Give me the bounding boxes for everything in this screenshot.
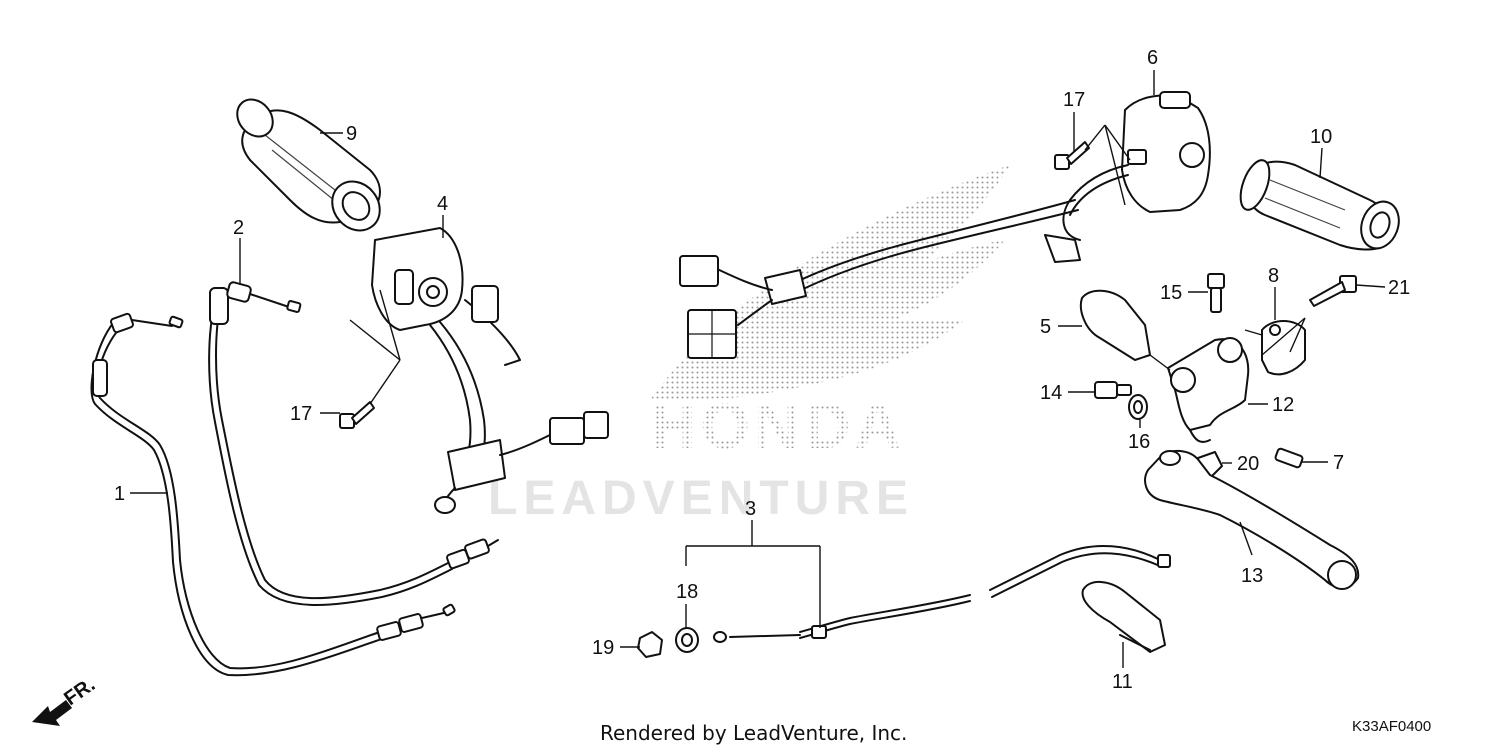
callout-20: 20 [1237,453,1259,475]
nut-16 [1128,394,1148,420]
callout-18: 18 [676,581,698,603]
diagram-code: K33AF0400 [1352,718,1431,735]
lever-cover [1080,289,1151,361]
screw-left [339,401,375,429]
left-grip [236,98,381,232]
callout-11: 11 [1112,671,1133,693]
bolt-21 [1309,275,1357,307]
callout-13: 13 [1241,565,1263,587]
right-grip [1239,159,1400,251]
callout-14: 14 [1040,382,1062,404]
callout-19: 19 [592,637,614,659]
leadventure-watermark: LEADVENTURE [488,472,914,525]
front-direction-arrow: FR. [32,674,99,726]
bolt-15 [1207,273,1225,313]
callout-17a: 17 [290,403,312,425]
nut-18 [675,627,699,653]
callout-8: 8 [1268,265,1279,287]
callout-16: 16 [1128,431,1150,453]
left-switch-housing [371,227,609,514]
pivot-bolt-7 [1274,447,1304,469]
callout-15: 15 [1160,282,1182,304]
leader-lines [130,70,1386,668]
right-switch-housing [679,91,1211,359]
clutch-cable [713,545,1171,643]
rendered-by-credit: Rendered by LeadVenture, Inc. [600,721,907,745]
callout-10: 10 [1310,126,1332,148]
callout-21: 21 [1388,277,1410,299]
throttle-cable-1 [90,312,456,677]
callout-9: 9 [346,123,357,145]
callout-7: 7 [1333,452,1344,474]
adjuster-bolt-14 [1094,381,1132,399]
callout-3: 3 [745,498,756,520]
callout-1: 1 [114,483,125,505]
callout-2: 2 [233,217,244,239]
honda-brand-watermark: HONDA [650,390,905,462]
holder-clamp [1261,320,1306,376]
callout-5: 5 [1040,316,1051,338]
honda-wing-watermark [650,165,1010,400]
callout-6: 6 [1147,47,1158,69]
callout-12: 12 [1272,394,1294,416]
callout-17b: 17 [1063,89,1085,111]
lever-holder [1167,337,1250,443]
boot-11 [1081,581,1166,653]
throttle-cable-2 [208,281,499,606]
screw-right [1054,141,1090,170]
nut-19 [637,631,663,658]
clutch-lever [1144,449,1360,590]
callout-4: 4 [437,193,448,215]
